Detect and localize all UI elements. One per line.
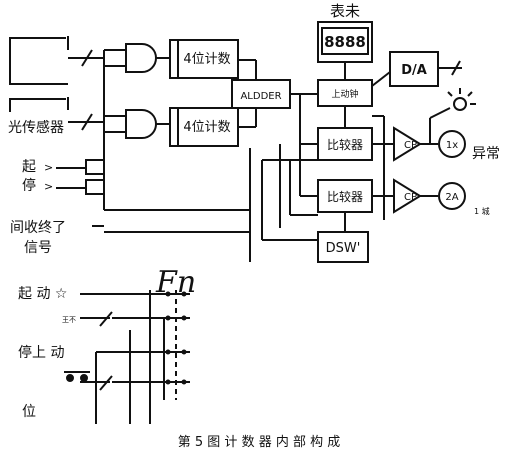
lamp-icon [453, 97, 467, 111]
input-box-top [9, 37, 68, 85]
small-note: 1 城 [474, 207, 490, 216]
output-1-label: 1x [446, 140, 458, 151]
output-2 [438, 182, 466, 210]
and-gate-2 [125, 109, 157, 139]
clock-label: 上动钟 [331, 88, 358, 100]
da-label: D/A [401, 63, 427, 78]
and-gate-1 [125, 43, 157, 73]
display-title: 表未 [330, 2, 360, 20]
fn-label: Fn [155, 265, 196, 300]
start-label: 起 [22, 159, 36, 175]
comparator-2-label: 比较器 [327, 189, 363, 204]
panel-position-label: 位 [22, 404, 36, 420]
comparator-1-label: 比较器 [327, 137, 363, 152]
figure-caption: 第 5 图 计 数 器 内 部 构 成 [178, 434, 340, 450]
stop-label: 停 [22, 177, 36, 194]
counter-1-label: 4位计数 [183, 52, 230, 67]
interval-end-label-2: 信号 [24, 240, 52, 256]
panel-small-label: 王不 [62, 316, 76, 324]
adder-label: ALDDER [240, 91, 281, 102]
display-digits: 8888 [324, 33, 366, 51]
stop-arrow: > [44, 180, 53, 193]
cp-2-label: CP [404, 192, 417, 203]
cp-1-label: CP [404, 140, 417, 151]
flipflop-s [85, 159, 105, 175]
sensor-label: 光传感器 [8, 119, 64, 136]
panel-start-label: 起 动 ☆ [18, 286, 67, 302]
panel-stop-label: 停上 动 [18, 344, 64, 361]
flipflop-r [85, 179, 105, 195]
output-1 [438, 130, 466, 158]
dsw-label: DSW' [326, 241, 361, 256]
output-2-label: 2A [445, 192, 458, 203]
abnormal-label: 异常 [472, 146, 500, 162]
dsw-box [317, 231, 369, 263]
sensor-box [9, 98, 66, 112]
counter-2-label: 4位计数 [183, 120, 230, 135]
start-arrow: > [44, 161, 53, 174]
interval-end-label-1: 间收终了 [10, 220, 66, 236]
